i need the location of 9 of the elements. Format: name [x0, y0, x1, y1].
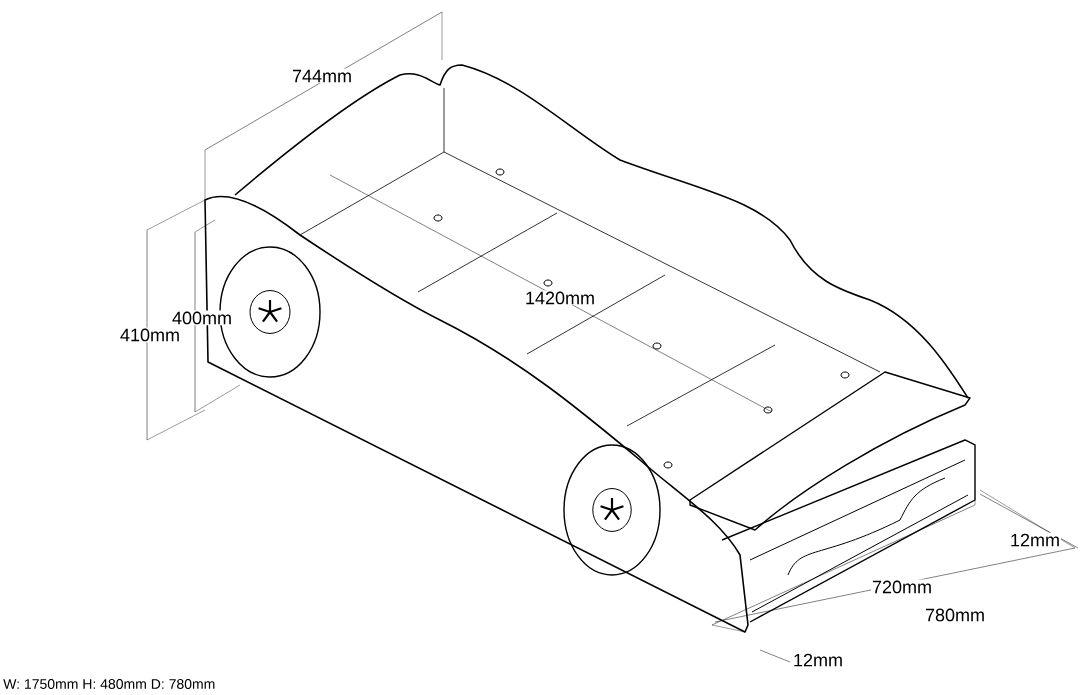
dimension-label: 12mm — [1009, 532, 1061, 548]
dimension-label: 410mm — [119, 327, 181, 343]
dimension-label: 1420mm — [524, 290, 596, 306]
dimension-label: 780mm — [924, 607, 986, 623]
dimension-label: W: 1750mm H: 480mm D: 780mm — [2, 678, 217, 690]
dimension-label: 12mm — [792, 652, 844, 668]
dimension-label: 720mm — [871, 579, 933, 595]
dimension-label: 744mm — [291, 68, 353, 84]
dimension-label: 400mm — [171, 310, 233, 326]
